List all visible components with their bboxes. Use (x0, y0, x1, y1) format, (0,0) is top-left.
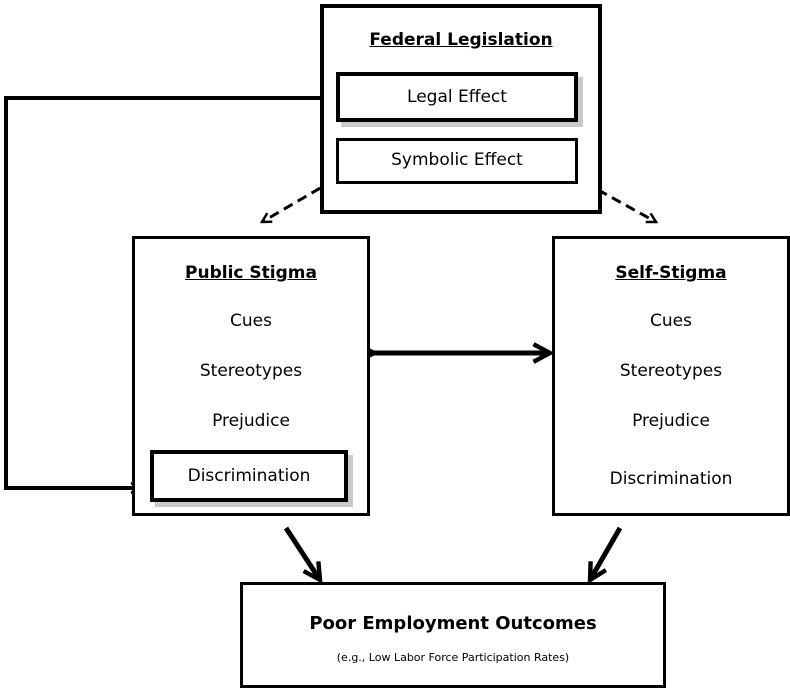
public-stigma-cues: Cues (230, 311, 272, 331)
symbolic-effect-label: Symbolic Effect (391, 150, 523, 170)
legal-effect-label: Legal Effect (407, 87, 507, 107)
symbolic-effect-box: Symbolic Effect (336, 138, 578, 184)
symbolic-to-public-arrow (262, 178, 335, 222)
legal-effect-box: Legal Effect (336, 72, 578, 122)
self-stigma-discrimination: Discrimination (609, 469, 733, 489)
outcomes-title: Poor Employment Outcomes (309, 613, 597, 634)
public-stigma-title: Public Stigma (185, 263, 317, 283)
self-stigma-cues: Cues (650, 311, 692, 331)
public-stigma-prejudice: Prejudice (212, 411, 290, 431)
self-to-outcomes-arrow (590, 526, 623, 580)
public-stigma-stereotypes: Stereotypes (199, 361, 303, 381)
discrimination-box: Discrimination (150, 450, 348, 502)
self-stigma-stereotypes: Stereotypes (619, 361, 723, 381)
legal-effect-arrow (4, 96, 336, 488)
self-stigma-title: Self-Stigma (615, 263, 727, 283)
self-stigma-prejudice: Prejudice (632, 411, 710, 431)
public-stigma-discrimination: Discrimination (187, 466, 311, 486)
outcomes-subtitle: (e.g., Low Labor Force Participation Rat… (336, 651, 570, 664)
federal-legislation-title: Federal Legislation (369, 30, 553, 50)
outcomes-box: Poor Employment Outcomes (e.g., Low Labo… (240, 582, 666, 688)
public-to-outcomes-arrow (283, 526, 320, 580)
symbolic-to-self-arrow (583, 180, 656, 224)
self-stigma-box: Self-Stigma Cues Stereotypes Prejudice D… (552, 236, 790, 516)
